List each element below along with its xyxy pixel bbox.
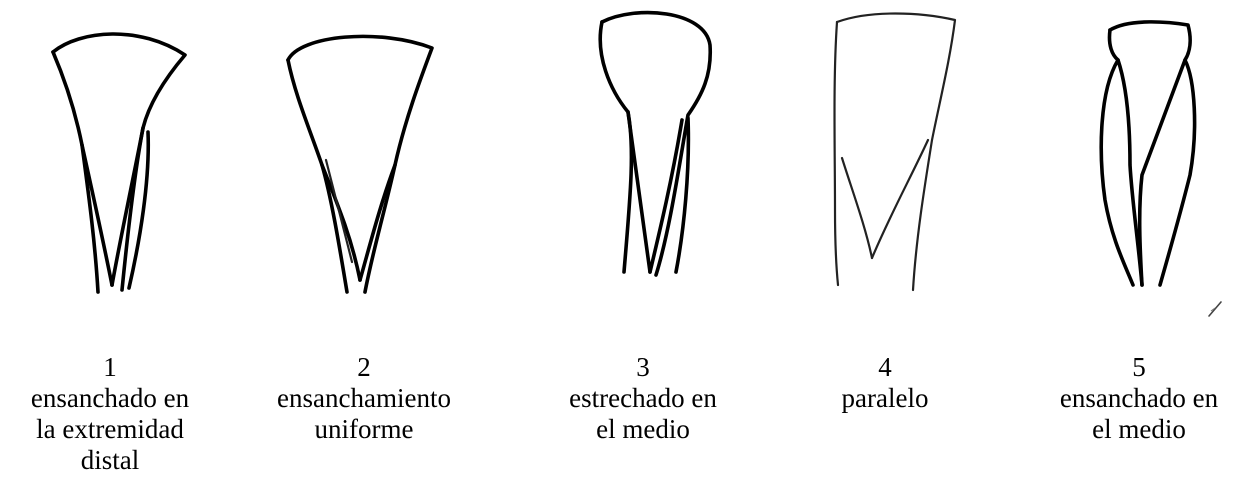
outline-figure-1 <box>51 32 187 294</box>
outline-figure-3 <box>598 10 713 277</box>
outline-figure-4 <box>833 12 957 292</box>
figure-label-line: uniforme <box>314 414 414 444</box>
figure-label-line: ensanchamiento <box>277 383 451 413</box>
caption-figure-2: 2 ensanchamiento uniforme <box>250 352 478 445</box>
caption-figure-5: 5 ensanchado en el medio <box>1044 352 1234 445</box>
figure-number: 4 <box>878 352 892 382</box>
figure-label-line: el medio <box>1092 414 1186 444</box>
outline-figure-5 <box>1099 20 1197 287</box>
figure-label-line: ensanchado en <box>1059 383 1219 413</box>
figure-number: 3 <box>636 352 650 382</box>
figure-number: 1 <box>103 352 117 382</box>
figure-3: 3 estrechado en el medio <box>540 0 750 502</box>
figure-number: 2 <box>357 352 371 382</box>
caption-figure-4: 4 paralelo <box>790 352 980 414</box>
figure-label-line: estrechado en <box>569 383 717 413</box>
figure-1: 1 ensanchado en la extremidad distal <box>0 0 240 502</box>
figure-2: 2 ensanchamiento uniforme <box>240 0 490 502</box>
outline-figure-2 <box>286 34 434 294</box>
figure-label-line: distal <box>80 445 140 475</box>
figure-number: 5 <box>1132 352 1146 382</box>
caption-figure-3: 3 estrechado en el medio <box>540 352 746 445</box>
stray-mark <box>1208 301 1222 317</box>
figure-label-line: paralelo <box>841 383 929 413</box>
figure-label-line: ensanchado en <box>30 383 190 413</box>
figure-label-line: la extremidad <box>36 414 184 444</box>
figure-4: 4 paralelo <box>780 0 1000 502</box>
figure-label-line: el medio <box>596 414 690 444</box>
caption-figure-1: 1 ensanchado en la extremidad distal <box>0 352 220 476</box>
figure-5: 5 ensanchado en el medio <box>1030 0 1243 502</box>
